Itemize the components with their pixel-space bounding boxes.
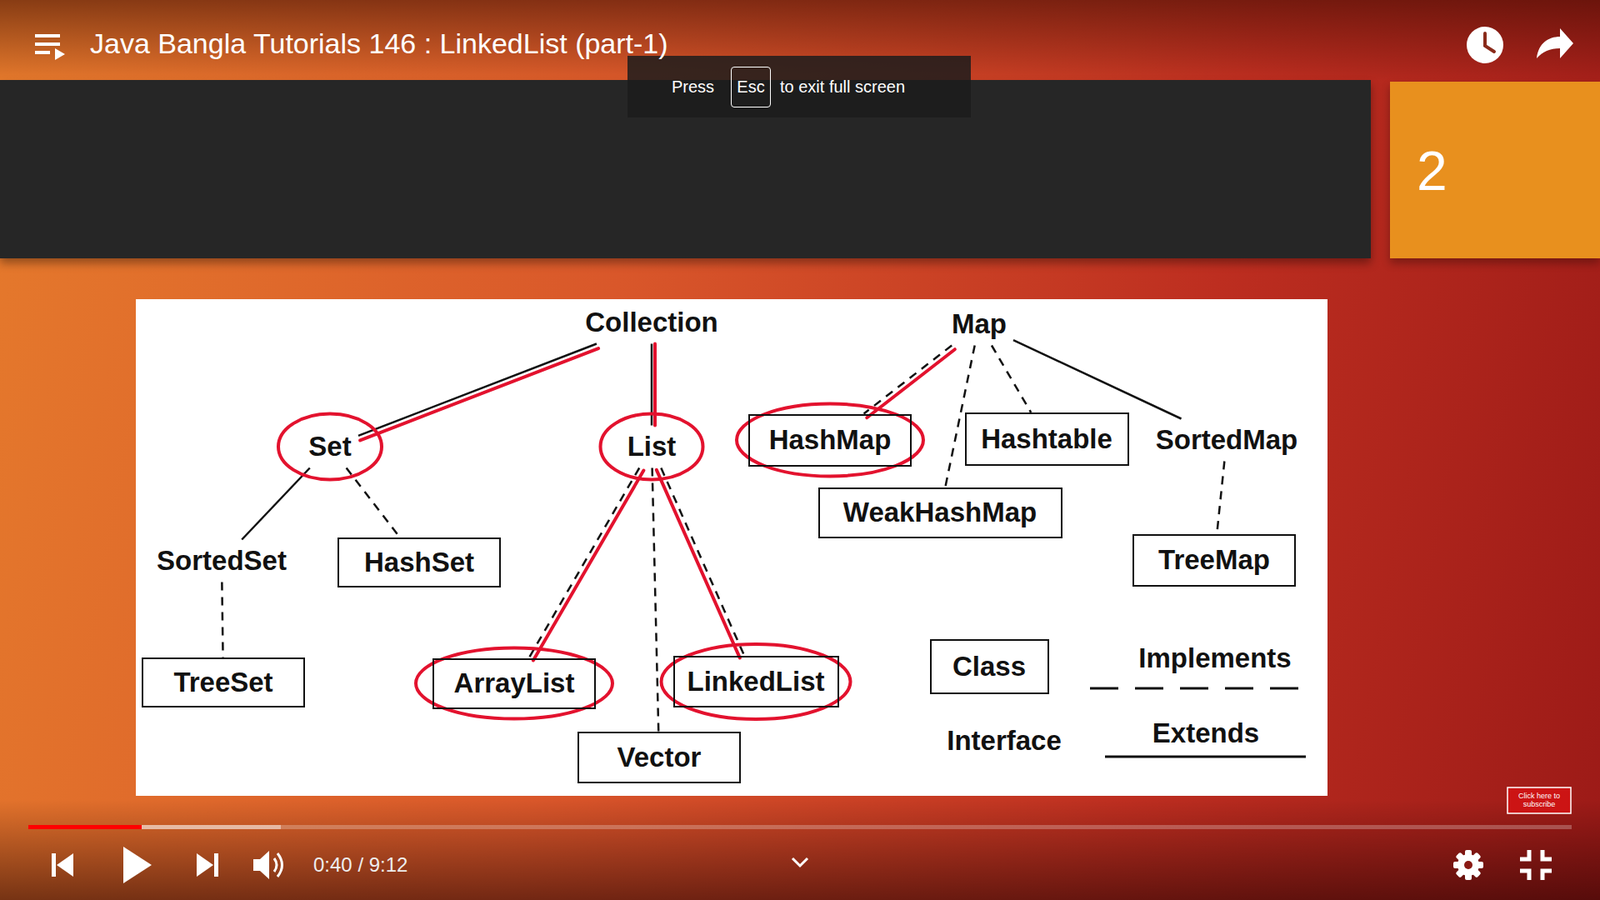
class-box: HashMap [748,414,912,467]
extends-line [358,344,597,436]
implements-line [652,468,660,733]
implements-line [864,345,953,415]
implements-line [945,345,975,488]
node-text: HashSet [364,547,475,578]
node-text: SortedSet [156,545,287,576]
subscribe-badge [1507,787,1571,814]
node-text: Map [951,309,1007,340]
subscribe-text-box: Click here to subscribe [1509,788,1570,813]
highlight-stroke [653,344,657,426]
slide-canvas [135,299,1328,796]
node-text: TreeMap [1158,545,1270,575]
progress-played [28,825,142,830]
highlight-ring [278,414,382,480]
node-text: List [627,431,677,462]
legend-line-samples [1090,688,1314,757]
time-display-box: 0:40 / 9:12 [313,851,464,879]
implements-line [991,345,1031,414]
interface-label: Collection [583,306,720,340]
time-display: 0:40 / 9:12 [313,853,408,877]
class-box: LinkedList [673,655,840,708]
node-text: WeakHashMap [843,497,1037,528]
hint-text-box: Press [671,75,722,99]
legend-class-box: Class [930,639,1050,695]
implements-line [1216,461,1225,535]
highlight-ring [736,404,924,477]
interface-label: SortedSet [155,545,289,578]
volume-icon [253,850,283,880]
implements-line [529,468,640,659]
exit-fullscreen-icon [1520,850,1552,880]
hint-text: Press [671,77,715,97]
legend-entry: Extends [1150,717,1262,750]
legend-entry: Interface [945,725,1064,758]
implements-line [660,468,745,657]
key-cap-box: Esc [730,66,771,108]
key-cap: Esc [736,77,765,97]
class-box: Vector [577,731,741,784]
highlight-stroke [360,348,599,440]
node-text: ArrayList [454,668,575,699]
interface-label: Set [306,430,354,464]
play-icon [123,846,152,884]
node-text: SortedMap [1155,425,1299,455]
settings-icon [1453,850,1484,880]
class-box: TreeSet [141,657,305,708]
slide-number: 2 [1416,140,1448,204]
share-icon [1536,28,1574,59]
highlight-stroke [533,470,644,661]
next-icon [196,853,219,877]
implements-line [221,582,223,659]
node-text: Set [308,431,351,462]
node-text: Collection [585,307,719,338]
class-box: Hashtable [965,412,1130,466]
connectors [221,340,1225,732]
progress-track [28,825,1572,830]
progress-buffer [28,825,281,830]
highlight-ring [415,648,613,720]
extends-line [241,468,310,540]
interface-label: SortedMap [1154,424,1300,457]
hint-text: to exit full screen [780,77,905,97]
highlight-stroke [656,470,740,659]
legend-text: Class [952,651,1026,682]
playlist-icon [35,34,65,60]
chevron-icon [792,858,808,866]
red-annotations [278,344,955,720]
interface-label: List [625,430,679,464]
bottom-shade [0,800,1600,900]
implements-line [346,468,400,539]
interface-label: Map [950,308,1009,341]
class-box: HashSet [337,537,501,588]
node-text: LinkedList [686,666,825,697]
highlight-ring [600,414,704,480]
highlight-stroke [866,349,955,418]
watch-later-icon [1466,26,1504,64]
previous-icon [51,853,74,877]
legend-text: Implements [1138,643,1291,674]
subscribe-text: Click here to subscribe [1509,792,1570,809]
node-text: Hashtable [980,424,1113,455]
hint-text-box: to exit full screen [780,75,947,99]
slide-number-box: 2 [1416,138,1492,205]
legend-text: Extends [1152,718,1260,749]
video-title: Java Bangla Tutorials 146 : LinkedList (… [90,27,669,60]
highlight-ring [661,644,851,720]
node-text: Vector [617,742,702,773]
legend-entry: Implements [1136,642,1294,675]
class-box: WeakHashMap [818,487,1063,539]
node-text: TreeSet [173,667,273,698]
video-title-row: Java Bangla Tutorials 146 : LinkedList (… [90,25,1090,64]
node-text: HashMap [769,425,892,455]
class-box: ArrayList [432,658,596,710]
legend-text: Interface [946,725,1062,756]
extends-line [1013,340,1182,419]
class-box: TreeMap [1132,534,1296,587]
